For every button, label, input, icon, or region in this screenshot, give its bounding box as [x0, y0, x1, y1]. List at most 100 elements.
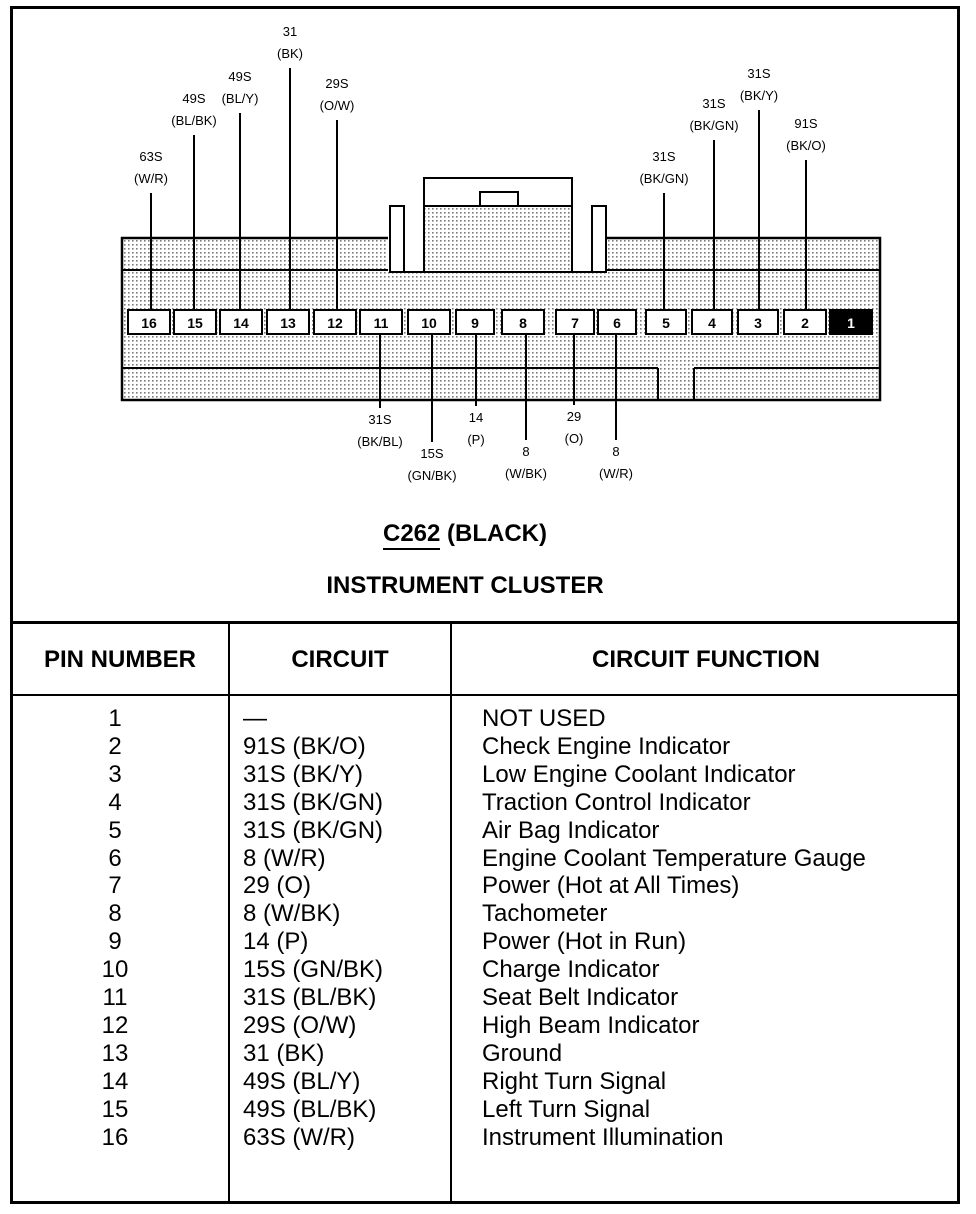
wire-color-label: (O) — [565, 431, 584, 446]
pin-cavity — [455, 309, 495, 335]
pin-number-label: 8 — [519, 315, 527, 331]
wire-circuit-label: 29 — [567, 409, 581, 424]
pin-number-label: 2 — [801, 315, 809, 331]
connector-name: C262 — [382, 520, 441, 550]
row-function: High Beam Indicator — [482, 1011, 700, 1039]
row-circuit: 15S (GN/BK) — [243, 956, 384, 984]
pin-cavity — [645, 309, 687, 335]
table-column-divider — [228, 622, 230, 1204]
pin-cavity — [266, 309, 310, 335]
row-circuit: 29 (O) — [243, 872, 312, 900]
pin-number-label: 12 — [327, 315, 343, 331]
pin-number-label: 10 — [421, 315, 437, 331]
pin-number-label: 16 — [141, 315, 157, 331]
row-circuit: 31 (BK) — [243, 1039, 325, 1067]
pin-number-label: 4 — [708, 315, 716, 331]
row-function: Ground — [482, 1039, 563, 1067]
wire-color-label: (BL/Y) — [222, 91, 259, 106]
row-circuit: 91S (BK/O) — [243, 732, 366, 760]
pin-number-label: 3 — [754, 315, 762, 331]
pin-number-label: 11 — [374, 315, 389, 331]
wire-color-label: (BK/GN) — [639, 171, 688, 186]
wire-color-label: (BK/Y) — [740, 88, 778, 103]
wire-circuit-label: 31 — [283, 24, 297, 39]
row-circuit: 8 (W/R) — [243, 844, 326, 872]
row-function: Check Engine Indicator — [482, 732, 731, 760]
row-circuit: 49S (BL/Y) — [243, 1067, 361, 1095]
wire-color-label: (GN/BK) — [407, 468, 456, 483]
row-function: Engine Coolant Temperature Gauge — [482, 844, 866, 872]
row-circuit: 14 (P) — [243, 928, 309, 956]
table-top-rule — [10, 621, 960, 624]
wire-color-label: (W/BK) — [505, 466, 547, 481]
pin-cavity — [127, 309, 171, 335]
wire-circuit-label: 63S — [139, 149, 162, 164]
wire-color-label: (W/R) — [599, 466, 633, 481]
wire-circuit-label: 91S — [794, 116, 817, 131]
wire-color-label: (BK/O) — [786, 138, 826, 153]
row-circuit: 31S (BK/Y) — [243, 760, 364, 788]
row-circuit: 31S (BL/BK) — [243, 984, 377, 1012]
connector-title: C262 (BLACK) — [0, 520, 930, 550]
pin-number-label: 14 — [233, 315, 249, 331]
row-pin: 15 — [101, 1095, 129, 1123]
wire-color-label: (P) — [467, 432, 484, 447]
pin-number-label: 7 — [571, 315, 579, 331]
row-pin: 14 — [101, 1067, 129, 1095]
row-pin: 9 — [108, 928, 122, 956]
pin-number-label: 13 — [280, 315, 296, 331]
row-function: Left Turn Signal — [482, 1095, 651, 1123]
wire-circuit-label: 31S — [702, 96, 725, 111]
row-function: Air Bag Indicator — [482, 816, 660, 844]
table-header-rule — [10, 694, 960, 696]
row-function: Right Turn Signal — [482, 1067, 667, 1095]
row-circuit: 63S (W/R) — [243, 1123, 356, 1151]
wire-circuit-label: 14 — [469, 410, 483, 425]
wire-circuit-label: 31S — [652, 149, 675, 164]
table-column-divider — [450, 622, 452, 1204]
wire-circuit-label: 49S — [228, 69, 251, 84]
row-circuit: 29S (O/W) — [243, 1011, 357, 1039]
wire-circuit-label: 8 — [612, 444, 619, 459]
row-pin: 10 — [101, 956, 129, 984]
pin-cavity — [501, 309, 545, 335]
row-function: Tachometer — [482, 900, 608, 928]
row-function: Seat Belt Indicator — [482, 984, 679, 1012]
row-function: Traction Control Indicator — [482, 788, 751, 816]
component-name: INSTRUMENT CLUSTER — [326, 572, 604, 599]
circuit-column: —91S (BK/O)31S (BK/Y)31S (BK/GN)31S (BK/… — [243, 705, 443, 1152]
connector-body — [120, 177, 882, 402]
wire-color-label: (W/R) — [134, 171, 168, 186]
row-pin: 8 — [108, 900, 122, 928]
header-pin-number: PIN NUMBER — [43, 646, 196, 673]
row-pin: 4 — [108, 788, 122, 816]
row-circuit: — — [243, 705, 267, 732]
pin-number-label: 9 — [471, 315, 479, 331]
row-pin: 6 — [108, 844, 122, 872]
wire-circuit-label: 31S — [747, 66, 770, 81]
row-pin: 12 — [101, 1011, 129, 1039]
connector-color: (BLACK) — [447, 520, 548, 547]
wire-circuit-label: 49S — [182, 91, 205, 106]
pin-number-label: 5 — [662, 315, 670, 331]
figure-frame — [10, 6, 960, 1204]
row-function: Power (Hot in Run) — [482, 928, 687, 956]
wire-color-label: (BL/BK) — [171, 113, 217, 128]
row-pin: 16 — [101, 1123, 129, 1151]
row-circuit: 8 (W/BK) — [243, 900, 341, 928]
row-function: Low Engine Coolant Indicator — [482, 760, 796, 788]
wire-circuit-label: 15S — [420, 446, 443, 461]
pin-number-label: 1 — [847, 315, 855, 331]
pin-cavity — [829, 309, 873, 335]
row-pin: 11 — [102, 984, 128, 1012]
row-pin: 5 — [108, 816, 122, 844]
pin-cavity — [313, 309, 357, 335]
wire-circuit-label: 31S — [368, 412, 391, 427]
pin-number-label: 6 — [613, 315, 621, 331]
row-pin: 3 — [108, 760, 122, 788]
row-circuit: 31S (BK/GN) — [243, 788, 384, 816]
header-circuit-function: CIRCUIT FUNCTION — [592, 646, 820, 673]
row-pin: 13 — [101, 1039, 129, 1067]
